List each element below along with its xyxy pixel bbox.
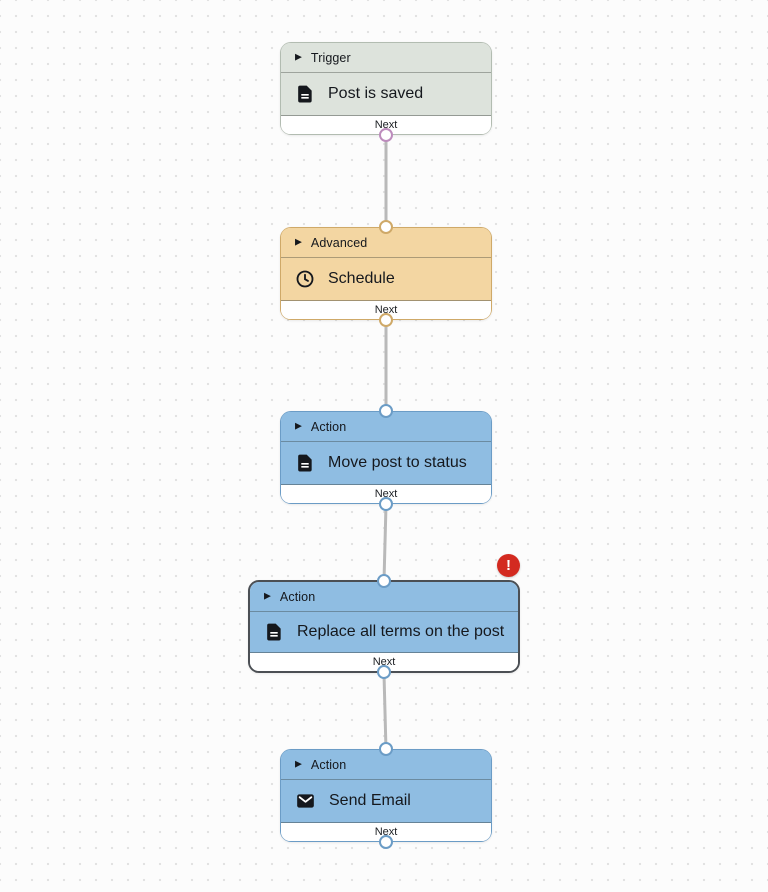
node-body[interactable]: Move post to status — [281, 442, 491, 485]
node-header[interactable]: ▶ Action — [281, 412, 491, 442]
next-branch-label: Next — [374, 826, 398, 838]
node-title: Replace all terms on the post — [297, 623, 505, 640]
node-footer: Next — [281, 301, 491, 319]
email-icon — [295, 791, 316, 811]
collapse-icon: ▶ — [295, 758, 302, 769]
node-category-label: Trigger — [310, 50, 351, 65]
collapse-icon: ▶ — [295, 420, 302, 431]
collapse-icon: ▶ — [295, 51, 302, 62]
node-title: Post is saved — [328, 85, 424, 102]
output-port[interactable] — [379, 497, 393, 511]
node-body[interactable]: Send Email — [281, 780, 491, 823]
node-body[interactable]: Post is saved — [281, 73, 491, 116]
connector-edge[interactable] — [382, 672, 388, 752]
input-port[interactable] — [379, 404, 393, 418]
next-branch-label: Next — [374, 488, 398, 500]
node-title: Schedule — [328, 270, 395, 287]
node-header[interactable]: ▶ Action — [281, 750, 491, 780]
node-category-label: Action — [310, 419, 347, 434]
collapse-icon: ▶ — [264, 590, 271, 601]
error-badge: ! — [497, 554, 520, 577]
document-icon — [295, 453, 315, 473]
node-footer: Next — [250, 653, 518, 671]
node-body[interactable]: Schedule — [281, 258, 491, 301]
document-icon — [264, 622, 284, 642]
output-port[interactable] — [377, 665, 391, 679]
node-category-label: Advanced — [310, 235, 368, 250]
node-footer: Next — [281, 116, 491, 134]
clock-icon — [295, 269, 315, 289]
node-header[interactable]: ▶ Trigger — [281, 43, 491, 73]
next-branch-label: Next — [372, 656, 396, 668]
next-branch-label: Next — [374, 304, 398, 316]
next-branch-label: Next — [374, 119, 398, 131]
node-body[interactable]: Replace all terms on the post — [250, 612, 518, 653]
node-footer: Next — [281, 485, 491, 503]
input-port[interactable] — [377, 574, 391, 588]
connector-edge[interactable] — [382, 503, 388, 583]
node-category-label: Action — [279, 589, 316, 604]
workflow-node-action-replace-all-terms[interactable]: ! ▶ Action Replace all terms on the post… — [248, 554, 520, 679]
workflow-node-advanced-schedule[interactable]: ▶ Advanced Schedule Next — [280, 220, 492, 327]
document-icon — [295, 84, 315, 104]
input-port[interactable] — [379, 742, 393, 756]
workflow-node-action-move-post-to-status[interactable]: ▶ Action Move post to status Next — [280, 404, 492, 511]
input-port[interactable] — [379, 220, 393, 234]
output-port[interactable] — [379, 128, 393, 142]
collapse-icon: ▶ — [295, 236, 302, 247]
node-category-label: Action — [310, 757, 347, 772]
output-port[interactable] — [379, 313, 393, 327]
output-port[interactable] — [379, 835, 393, 849]
node-footer: Next — [281, 823, 491, 841]
node-title: Move post to status — [328, 454, 467, 471]
workflow-node-action-send-email[interactable]: ▶ Action Send Email Next — [280, 742, 492, 849]
node-title: Send Email — [329, 792, 411, 809]
workflow-node-trigger-post-is-saved[interactable]: ▶ Trigger Post is saved Next — [280, 42, 492, 142]
